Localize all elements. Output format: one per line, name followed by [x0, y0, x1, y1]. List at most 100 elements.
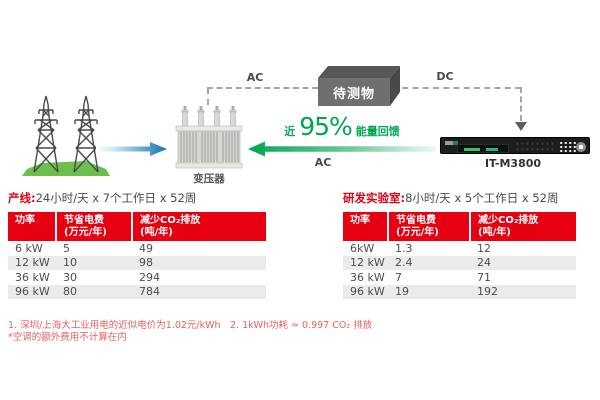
device-button-grid [515, 141, 555, 152]
header-text: 功率 [350, 215, 370, 226]
header-unit: (万元/年) [396, 226, 439, 238]
table-cell: 49 [139, 241, 153, 255]
rd-lab-table-block: 研发实验室:8小时/天 x 5个工作日 x 52周 功率 节省电费(万元/年) … [343, 190, 576, 299]
table-cell: 96 kW [15, 285, 50, 298]
column-header-power: 功率 [8, 212, 56, 241]
table-cell: 1.3 [395, 241, 413, 255]
production-line-table-block: 产线:24小时/天 x 7个工作日 x 52周 功率 节省电费(万元/年) 减少… [8, 190, 266, 299]
grass-mound [22, 161, 110, 176]
header-unit: (吨/年) [478, 226, 511, 238]
screen-readout-teal [486, 148, 498, 151]
table-cell: 71 [477, 270, 491, 284]
device-knob [576, 141, 586, 152]
transformer-lid [175, 125, 243, 132]
table-row: 96 kW 19 192 [343, 284, 576, 299]
table-row: 12 kW 2.4 24 [343, 255, 576, 270]
dashed-connector-ac-line [207, 87, 318, 89]
table-title-highlight: 产线: [8, 191, 36, 205]
dashed-connector-device-down [520, 87, 522, 121]
table-cell: 30 [63, 270, 77, 284]
ac-return-label: AC [314, 156, 332, 169]
footnote-co2-factor: 2. 1kWh功耗 ≈ 0.997 CO₂ 排放 [230, 320, 373, 331]
table-cell: 6 kW [15, 241, 43, 255]
header-text: 减少CO₂排放 [140, 215, 201, 226]
transformer-body [177, 130, 241, 164]
column-header-power: 功率 [343, 212, 388, 241]
screen-readout-green [464, 148, 480, 151]
transformer-label: 变压器 [193, 173, 225, 185]
recovery-suffix: 能量回馈 [355, 125, 400, 138]
header-text: 减少CO₂排放 [478, 215, 539, 226]
header-row: 功率 节省电费(万元/年) 减少CO₂排放(吨/年) [343, 212, 576, 241]
table-body: 6 kW 5 49 12 kW 10 98 36 kW 30 294 96 kW 80 784 [8, 241, 266, 299]
table-title: 产线:24小时/天 x 7个工作日 x 52周 [8, 190, 266, 206]
footnote-aircon-excluded: *空调的额外费用不计算在内 [8, 332, 127, 343]
header-unit: (万元/年) [64, 226, 107, 238]
header-text: 功率 [15, 215, 35, 226]
table-row: 6 kW 5 49 [8, 241, 266, 256]
dut-label: 待测物 [332, 86, 375, 102]
pylon-right [73, 95, 99, 173]
table-cell: 2.4 [395, 256, 413, 269]
table-cell: 24 [477, 256, 491, 269]
table-cell: 80 [63, 285, 77, 298]
table-cell: 19 [395, 285, 409, 298]
recovery-text: 近 95% 能量回馈 [262, 112, 422, 142]
recovery-percent: 95% [299, 112, 353, 141]
table-cell: 36 kW [15, 270, 50, 284]
table-title: 研发实验室:8小时/天 x 5个工作日 x 52周 [343, 190, 576, 206]
energy-recovery-arrow [248, 141, 436, 157]
grid-to-transformer-arrow [96, 142, 167, 156]
table-row: 12 kW 10 98 [8, 255, 266, 270]
dc-label: DC [436, 70, 454, 83]
recovery-prefix: 近 [284, 125, 296, 138]
bushings [181, 106, 237, 127]
dashed-connector-transformer-up [207, 88, 209, 105]
header-text: 节省电费 [396, 215, 436, 226]
header-unit: (吨/年) [140, 226, 173, 238]
table-cell: 12 [477, 241, 491, 255]
dashed-connector-dc-line [392, 87, 521, 89]
header-text: 节省电费 [64, 215, 104, 226]
table-cell: 7 [395, 270, 402, 284]
device-label: IT-M3800 [484, 157, 542, 170]
device-logo [445, 141, 458, 145]
power-grid-pylons-icon [22, 95, 110, 176]
table-cell: 784 [139, 285, 160, 298]
table-title-highlight: 研发实验室: [343, 191, 406, 205]
table-title-rest: 8小时/天 x 5个工作日 x 52周 [405, 191, 559, 205]
table-row: 36 kW 7 71 [343, 270, 576, 285]
table-cell: 6kW [350, 241, 375, 255]
device-screen [457, 144, 509, 153]
table-row: 6kW 1.3 12 [343, 241, 576, 256]
table-cell: 12 kW [15, 256, 50, 269]
table-cell: 10 [63, 256, 77, 269]
dut-box-icon [318, 66, 400, 106]
transformer-ribs [180, 132, 239, 162]
column-header-savings: 节省电费(万元/年) [387, 212, 470, 241]
table-cell: 96 kW [350, 285, 385, 298]
table-title-rest: 24小时/天 x 7个工作日 x 52周 [35, 191, 197, 205]
column-header-co2: 减少CO₂排放(吨/年) [469, 212, 576, 241]
table-cell: 294 [139, 270, 160, 284]
pylon-left [33, 95, 59, 173]
it-m3800-device [440, 137, 590, 154]
header-row: 功率 节省电费(万元/年) 减少CO₂排放(吨/年) [8, 212, 266, 241]
table-cell: 98 [139, 256, 153, 269]
column-header-co2: 减少CO₂排放(吨/年) [131, 212, 266, 241]
transformer-base [175, 162, 243, 169]
ac-top-label: AC [246, 71, 264, 84]
down-arrowhead-icon [515, 122, 527, 131]
table-row: 96 kW 80 784 [8, 284, 266, 299]
table-body: 6kW 1.3 12 12 kW 2.4 24 36 kW 7 71 96 kW 19 192 [343, 241, 576, 299]
table-cell: 192 [477, 285, 498, 298]
table-row: 36 kW 30 294 [8, 270, 266, 285]
table-cell: 36 kW [350, 270, 385, 284]
table-cell: 5 [63, 241, 70, 255]
footnote-electricity-price: 1. 深圳/上海大工业用电的近似电价为1.02元/kWh [8, 320, 221, 331]
device-keypad [559, 141, 576, 152]
table-cell: 12 kW [350, 256, 385, 269]
